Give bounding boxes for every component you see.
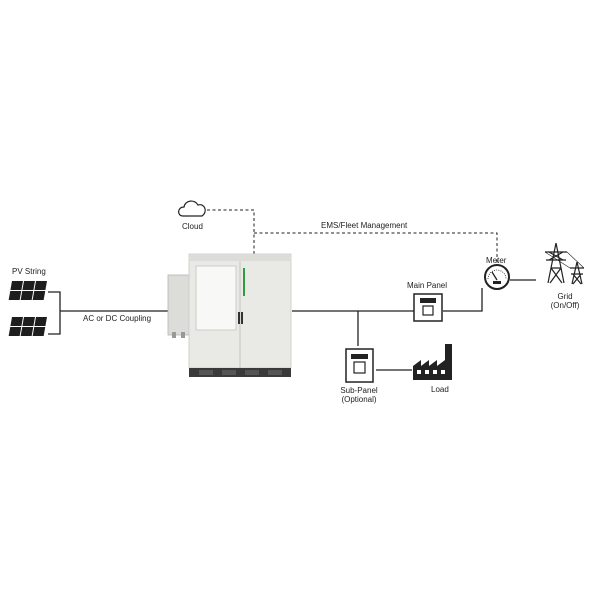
sub-panel-sublabel: (Optional) [341, 395, 377, 404]
ems-dashed-line [254, 232, 498, 265]
coupling-label: AC or DC Coupling [83, 314, 152, 323]
ems-label: EMS/Fleet Management [321, 221, 408, 230]
factory-icon [413, 344, 452, 380]
main-to-meter-line [443, 288, 483, 312]
pv-bracket-line [48, 291, 168, 335]
meter-icon [484, 264, 510, 290]
panel-icon [413, 293, 443, 322]
pv-string-label: PV String [12, 267, 46, 276]
main-panel-label: Main Panel [407, 281, 448, 290]
cloud-dashed-line [207, 209, 255, 254]
grid-label: Grid [557, 292, 573, 301]
grid-sublabel: (On/Off) [550, 301, 580, 310]
cloud-label: Cloud [182, 222, 203, 231]
load-label: Load [431, 385, 449, 394]
solar-panel-icon [8, 281, 47, 336]
panel-icon [345, 348, 374, 383]
meter-label: Meter [486, 256, 507, 265]
cloud-icon [178, 200, 206, 217]
transmission-tower-icon [544, 242, 585, 285]
sub-panel-label: Sub-Panel [340, 386, 378, 395]
battery-cabinet-icon [167, 253, 292, 377]
dashed-lines [207, 209, 498, 265]
connection-lines [48, 279, 536, 371]
